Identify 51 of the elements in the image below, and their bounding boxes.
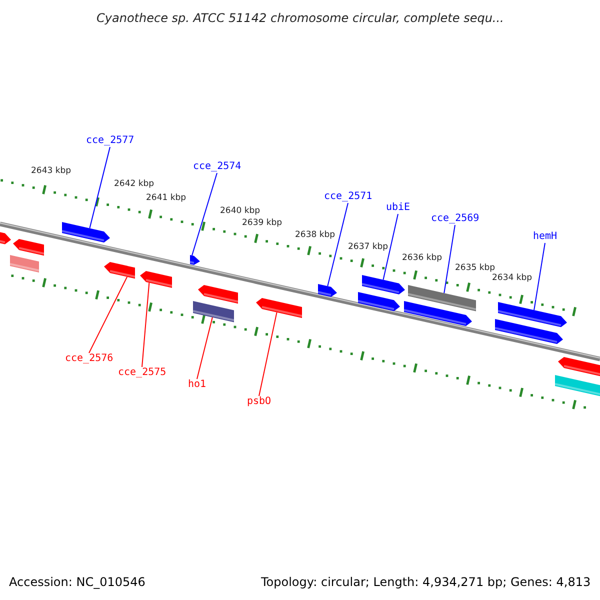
gene-block <box>554 375 600 398</box>
gene-block <box>192 301 234 322</box>
gene-name: ubiE <box>386 203 410 213</box>
gene-block <box>104 262 136 279</box>
gene-block <box>362 275 405 294</box>
gene-block <box>558 357 600 378</box>
title: Cyanothece sp. ATCC 51142 chromosome circular, complete sequ... <box>96 12 504 24</box>
scale-label: 2639 kbp <box>242 219 282 228</box>
gene-name: cce_2577 <box>86 136 134 146</box>
gene-block <box>0 231 11 244</box>
scale-label: 2638 kbp <box>295 231 336 240</box>
gene-name: hemH <box>533 232 558 242</box>
gene-block <box>256 298 302 318</box>
leader-line <box>327 202 348 287</box>
gene-block <box>408 285 476 312</box>
gene-name: psbO <box>247 397 272 407</box>
footer-text: Topology: circular; Length: 4,934,271 bp; Genes: 4,813 <box>261 576 591 588</box>
scale-label: 2641 kbp <box>146 194 186 202</box>
scale-label: 2634 kbp <box>492 274 532 282</box>
scale-label: 2636 kbp <box>402 254 442 262</box>
gene-name: cce_2571 <box>324 192 372 202</box>
gene-block <box>190 255 200 265</box>
gene-block <box>62 222 110 242</box>
scale-label: 2640 kbp <box>220 207 260 216</box>
gene-name: cce_2576 <box>65 354 114 364</box>
scale-label: 2642 kbp <box>114 180 154 188</box>
gene-name: cce_2574 <box>193 162 242 172</box>
gene-block <box>358 292 400 312</box>
scale-label: 2637 kbp <box>348 243 388 252</box>
gene-block <box>140 271 172 288</box>
leader-line <box>89 146 110 229</box>
leader-line <box>444 224 456 294</box>
leader-line <box>142 282 150 368</box>
leader-line <box>192 172 218 256</box>
footer-text: Accession: NC_010546 <box>9 576 146 588</box>
scale-label: 2635 kbp <box>455 264 496 272</box>
gene-block <box>318 284 337 297</box>
leader-line <box>196 316 213 380</box>
scale-label: 2643 kbp <box>31 167 72 176</box>
gene-name: ho1 <box>188 380 206 390</box>
gene-block <box>13 239 44 256</box>
leader-line <box>258 312 278 396</box>
gene-block <box>404 301 472 326</box>
gene-name: cce_2569 <box>431 214 480 224</box>
gene-block <box>494 319 563 344</box>
leader-line <box>382 214 398 280</box>
gene-block <box>198 285 238 304</box>
leader-line <box>88 276 128 354</box>
gene-block <box>10 255 40 273</box>
gene-block <box>498 302 567 328</box>
gene-name: cce_2575 <box>118 368 166 378</box>
